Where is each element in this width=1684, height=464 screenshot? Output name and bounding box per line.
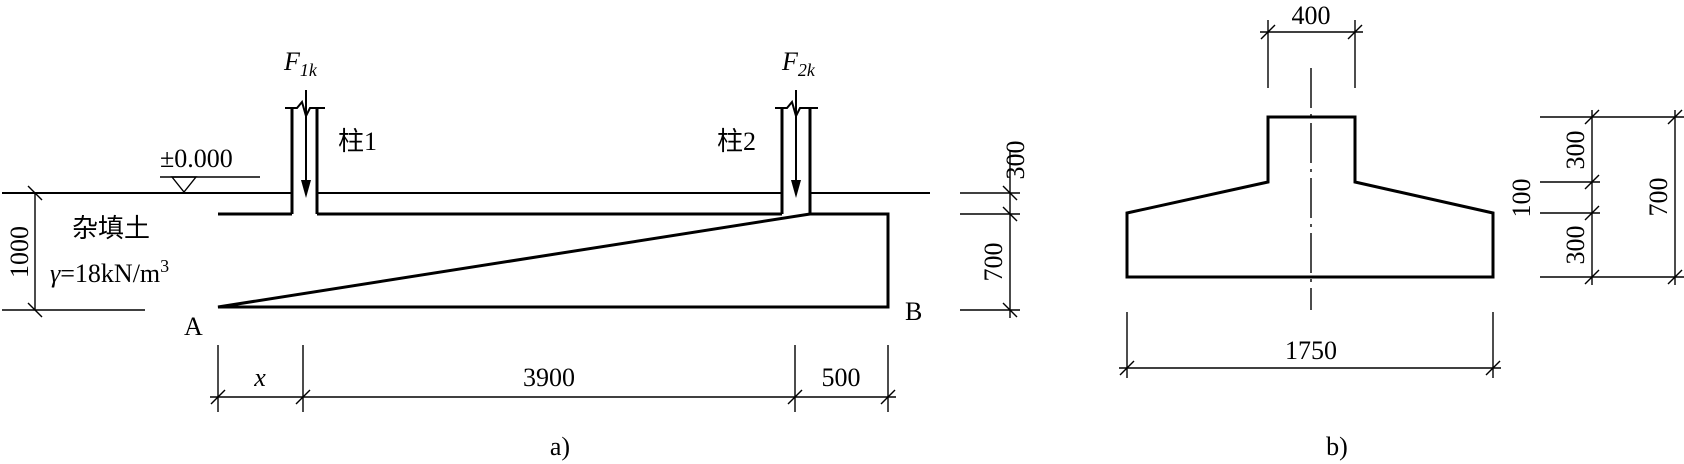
svg-text:x: x (253, 363, 266, 392)
dim-base-width: 1750 (1119, 312, 1501, 378)
svg-text:700: 700 (1644, 178, 1673, 217)
force-2-label: F2k (781, 47, 816, 80)
svg-text:500: 500 (822, 363, 861, 392)
svg-text:100: 100 (1507, 179, 1536, 218)
force-1-label: F1k (283, 47, 318, 80)
svg-text:1750: 1750 (1285, 336, 1337, 365)
caption-a: a) (550, 432, 570, 461)
force-arrow-2 (791, 90, 801, 198)
caption-b: b) (1326, 432, 1348, 461)
figure-b: 400 300 100 300 700 (1119, 1, 1684, 461)
dim-right-a: 300 700 (960, 141, 1030, 318)
dim-depth: 1000 (2, 185, 145, 318)
soil-name: 杂填土 (72, 214, 150, 243)
column-1 (285, 99, 325, 214)
svg-text:300: 300 (1001, 141, 1030, 180)
svg-text:±0.000: ±0.000 (160, 144, 233, 173)
foundation-beam (217, 212, 890, 309)
beam-cross-section (1125, 115, 1495, 279)
dim-column-width: 400 (1260, 1, 1363, 88)
dim-right-b: 300 100 300 700 (1507, 109, 1684, 285)
column-1-label: 柱1 (338, 127, 377, 156)
ground-elevation-mark: ±0.000 (160, 144, 260, 194)
svg-text:1000: 1000 (5, 226, 34, 278)
svg-text:700: 700 (979, 243, 1008, 282)
point-b-label: B (905, 297, 922, 326)
svg-text:400: 400 (1292, 1, 1331, 30)
svg-text:3900: 3900 (523, 363, 575, 392)
point-a-label: A (184, 312, 203, 341)
svg-text:300: 300 (1561, 131, 1590, 170)
column-2-label: 柱2 (717, 127, 756, 156)
force-arrow-1 (301, 90, 311, 198)
soil-gamma: γ=18kN/m3 (50, 256, 169, 288)
column-2 (775, 99, 818, 214)
dim-bottom-a: x 3900 500 (210, 345, 896, 412)
figure-a: F1k F2k 柱1 柱2 ±0.000 杂填土 γ=18kN/m3 A B 1… (2, 47, 1030, 461)
svg-text:300: 300 (1561, 226, 1590, 265)
